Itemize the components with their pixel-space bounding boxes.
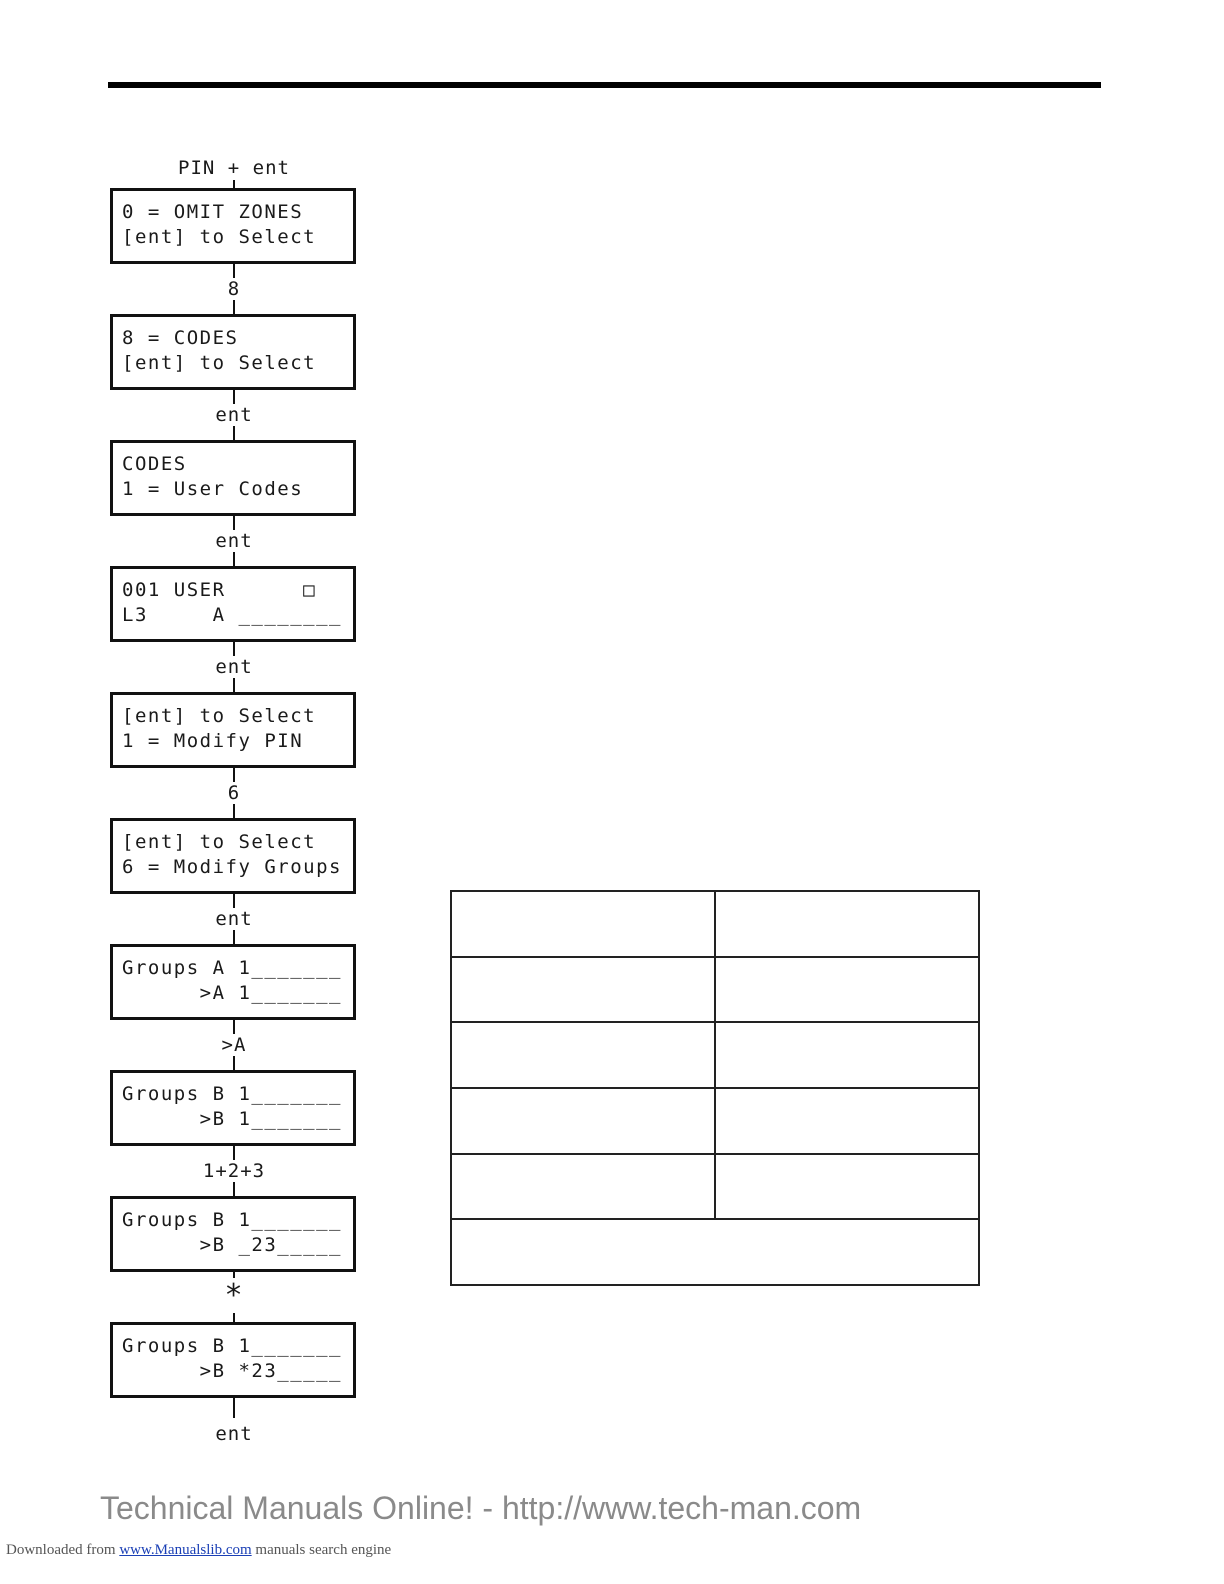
connector-end: ent	[110, 1398, 358, 1448]
lcd-line-1: 0 = OMIT ZONES	[122, 201, 304, 223]
lcd-line-1: [ent] to Select	[122, 705, 317, 727]
key-label: ent	[212, 656, 256, 678]
connector-key-6: 6	[110, 768, 358, 818]
lcd-line-2: L3 A ________	[122, 604, 342, 626]
lcd-line-1: [ent] to Select	[122, 831, 317, 853]
connector-key-ent: ent	[110, 894, 358, 944]
connector-key-1-2-3: 1+2+3	[110, 1146, 358, 1196]
lcd-line-2: 1 = Modify PIN	[122, 730, 304, 752]
lcd-screen-omit-zones: 0 = OMIT ZONES [ent] to Select	[110, 188, 356, 264]
site-title-watermark: Technical Manuals Online! - http://www.t…	[100, 1490, 862, 1526]
lcd-screen-groups-b-23: Groups B 1_______ >B _23_____	[110, 1196, 356, 1272]
table-cell	[714, 1021, 980, 1089]
table-row	[450, 1021, 980, 1089]
keypad-flowchart: PIN + ent 0 = OMIT ZONES [ent] to Select …	[110, 150, 358, 1448]
table-row	[450, 890, 980, 958]
lcd-screen-groups-a: Groups A 1_______ >A 1_______	[110, 944, 356, 1020]
connector-key-ent: ent	[110, 642, 358, 692]
table-row	[450, 955, 980, 1024]
table-cell	[450, 890, 716, 958]
connector-start: PIN + ent	[110, 150, 358, 188]
lcd-screen-groups-b: Groups B 1_______ >B 1_______	[110, 1070, 356, 1146]
manualslib-link[interactable]: www.Manualslib.com	[119, 1542, 252, 1558]
lcd-screen-groups-b-star-23: Groups B 1_______ >B *23_____	[110, 1322, 356, 1398]
key-label: 8	[224, 278, 244, 300]
lcd-line-1: CODES	[122, 453, 187, 475]
connector-key-ent: ent	[110, 516, 358, 566]
table-cell-merged	[450, 1218, 980, 1286]
key-label: ent	[212, 530, 256, 552]
lcd-screen-modify-pin: [ent] to Select 1 = Modify PIN	[110, 692, 356, 768]
connector-line	[233, 180, 235, 188]
table-cell	[450, 1152, 716, 1221]
key-label: *	[221, 1278, 247, 1313]
lcd-screen-modify-groups: [ent] to Select 6 = Modify Groups	[110, 818, 356, 894]
table-cell	[450, 1021, 716, 1089]
lcd-screen-user-001: 001 USER □ L3 A ________	[110, 566, 356, 642]
table-cell	[450, 1086, 716, 1155]
lcd-line-2: >A 1_______	[122, 982, 342, 1004]
download-suffix: manuals search engine	[255, 1542, 392, 1558]
lcd-line-2: >B 1_______	[122, 1108, 342, 1130]
lcd-screen-codes-menu: 8 = CODES [ent] to Select	[110, 314, 356, 390]
download-note: Downloaded from www.Manualslib.com manua…	[6, 1542, 391, 1559]
lcd-line-2: >B *23_____	[122, 1360, 342, 1382]
end-key-label: ent	[212, 1423, 256, 1445]
lcd-line-2: 1 = User Codes	[122, 478, 304, 500]
table-cell	[450, 955, 716, 1024]
table-cell	[714, 1152, 980, 1221]
lcd-line-2: [ent] to Select	[122, 226, 317, 248]
connector-key-greater-a: >A	[110, 1020, 358, 1070]
key-label: 1+2+3	[199, 1160, 269, 1182]
lcd-line-1: Groups B 1_______	[122, 1335, 342, 1357]
table-cell	[714, 955, 980, 1024]
start-key-label: PIN + ent	[175, 157, 293, 179]
lcd-line-1: 8 = CODES	[122, 327, 239, 349]
empty-table	[450, 890, 980, 1286]
lcd-line-1: Groups B 1_______	[122, 1209, 342, 1231]
key-label: 6	[224, 782, 244, 804]
download-prefix: Downloaded from	[6, 1542, 116, 1558]
lcd-screen-user-codes: CODES 1 = User Codes	[110, 440, 356, 516]
lcd-line-1: Groups A 1_______	[122, 957, 342, 979]
lcd-line-2: [ent] to Select	[122, 352, 317, 374]
table-row	[450, 1152, 980, 1221]
lcd-line-1: Groups B 1_______	[122, 1083, 342, 1105]
connector-line	[233, 1398, 235, 1418]
connector-key-ent: ent	[110, 390, 358, 440]
top-rule	[108, 82, 1101, 88]
table-row	[450, 1086, 980, 1155]
key-label: ent	[212, 908, 256, 930]
table-cell	[714, 890, 980, 958]
lcd-line-2: 6 = Modify Groups	[122, 856, 342, 878]
key-label: ent	[212, 404, 256, 426]
table-row	[450, 1218, 980, 1286]
lcd-line-2: >B _23_____	[122, 1234, 342, 1256]
table-cell	[714, 1086, 980, 1155]
connector-key-8: 8	[110, 264, 358, 314]
lcd-line-1: 001 USER □	[122, 579, 317, 601]
connector-key-star: *	[110, 1272, 358, 1322]
key-label: >A	[218, 1034, 250, 1056]
